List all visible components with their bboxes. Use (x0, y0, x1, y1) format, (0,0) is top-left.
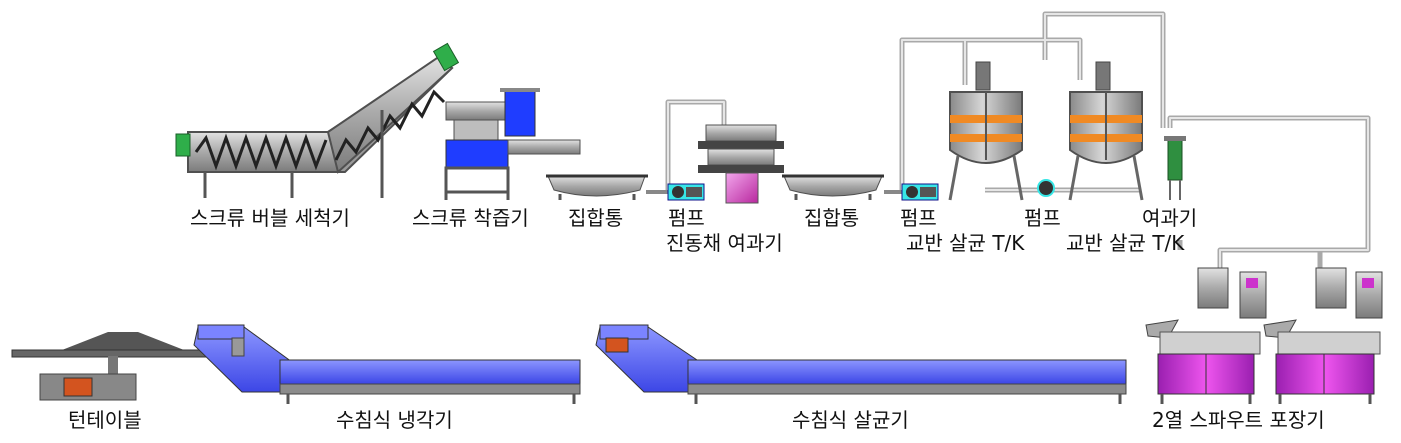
spout-packer-unit-1 (1145, 267, 1267, 404)
spout-packer-unit-2 (1263, 267, 1383, 404)
pump-2-icon (884, 183, 939, 201)
label-screw-juicer: 스크류 착즙기 (412, 206, 529, 230)
turntable-motor-icon (63, 377, 93, 397)
mix-sterilize-tank-2 (1068, 61, 1144, 201)
immersion-cooler (193, 324, 581, 404)
label-turntable: 턴테이블 (68, 408, 142, 432)
label-mix-sterilize-tk-1: 교반 살균 T/K (906, 231, 1025, 255)
label-spout-packer-2row: 2열 스파우트 포장기 (1152, 408, 1325, 432)
immersion-sterilizer (595, 324, 1127, 404)
label-pump-2: 펌프 (900, 206, 937, 230)
washer-motor-2-icon (432, 42, 460, 72)
process-piping-inner (667, 13, 1369, 268)
screw-bubble-washer (175, 42, 460, 198)
label-screw-bubble-washer: 스크류 버블 세척기 (190, 206, 350, 230)
label-vibrating-sieve-filter: 진동채 여과기 (666, 231, 783, 255)
label-pump-3: 펌프 (1024, 206, 1061, 230)
washer-motor-icon (175, 133, 191, 157)
label-collection-tank-2: 집합통 (804, 206, 860, 230)
sterilizer-motor-icon (605, 337, 629, 353)
label-immersion-sterilizer: 수침식 살균기 (792, 408, 909, 432)
label-filter: 여과기 (1142, 206, 1198, 230)
filter-vessel (1164, 136, 1186, 200)
screw-juicer (444, 88, 581, 200)
pump-3-icon (1037, 179, 1055, 197)
label-immersion-cooler: 수침식 냉각기 (336, 408, 453, 432)
mix-sterilize-tank-1 (948, 61, 1024, 201)
turntable (11, 332, 217, 401)
label-collection-tank-1: 집합통 (568, 206, 624, 230)
pump-1-icon (646, 183, 705, 201)
vibrating-sieve-filter (698, 124, 784, 204)
collection-tank-1 (546, 174, 648, 200)
collection-tank-2 (782, 174, 884, 200)
label-pump-1: 펌프 (668, 206, 705, 230)
label-mix-sterilize-tk-2: 교반 살균 T/K (1066, 231, 1185, 255)
